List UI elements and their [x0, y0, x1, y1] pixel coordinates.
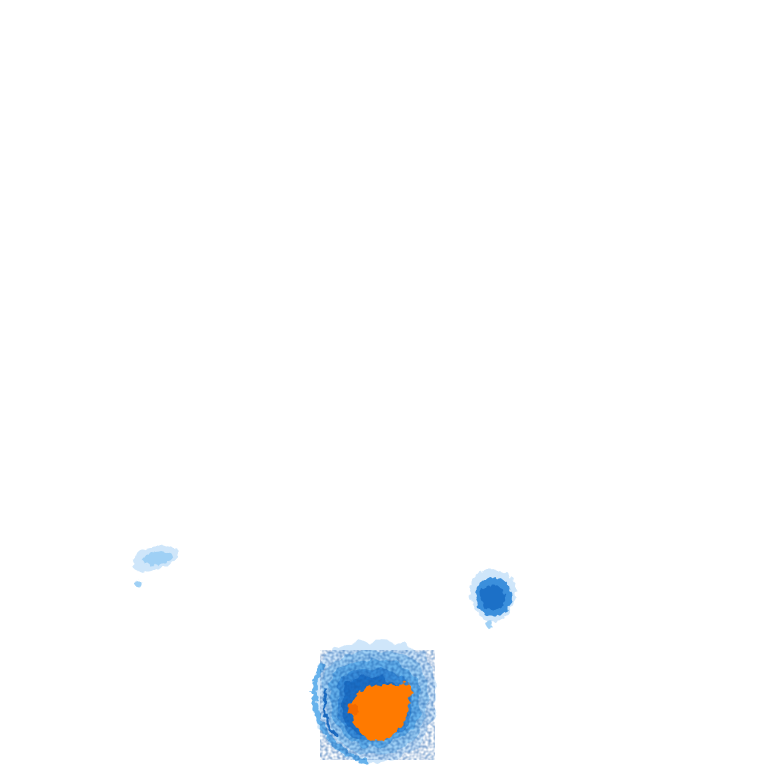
- echo-east: [469, 569, 516, 630]
- echo-east-tail: [485, 619, 493, 630]
- echo-south: [312, 641, 436, 765]
- echo-west: [132, 545, 179, 588]
- heavy-precipitation-lobe-west: [347, 702, 359, 716]
- heavy-precipitation-cell: [351, 684, 410, 741]
- heavy-precipitation-lobe: [398, 682, 413, 698]
- echo-west-fleck: [135, 579, 142, 588]
- echo-west-core: [143, 551, 173, 566]
- echo-east-core: [481, 584, 506, 611]
